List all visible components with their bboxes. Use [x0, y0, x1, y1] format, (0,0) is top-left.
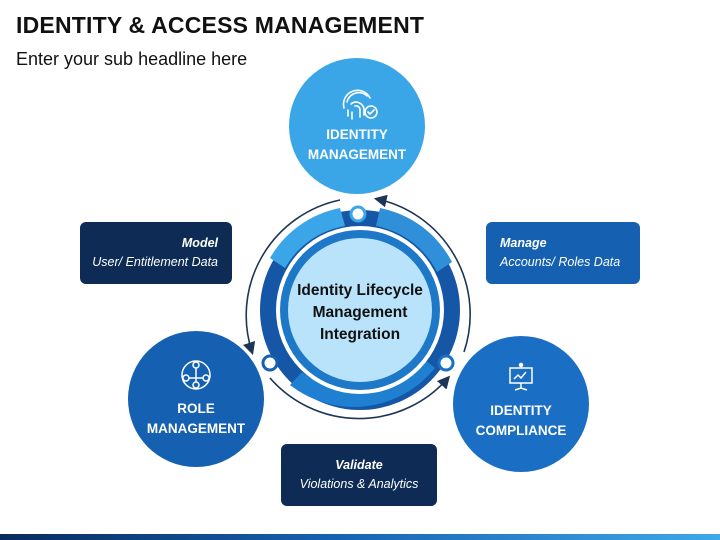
- compliance-board-icon: [509, 362, 533, 391]
- manage-box-text: Accounts/ Roles Data: [500, 255, 621, 269]
- page-title: IDENTITY & ACCESS MANAGEMENT: [16, 12, 425, 38]
- validate-box: Validate Violations & Analytics: [281, 444, 437, 506]
- model-box-text: User/ Entitlement Data: [92, 255, 218, 269]
- node-identity-compliance: [453, 336, 589, 472]
- page-subtitle: Enter your sub headline here: [16, 49, 248, 69]
- manage-box-heading: Manage: [500, 236, 547, 250]
- node-identity-management: [289, 58, 425, 194]
- validate-box-heading: Validate: [335, 458, 383, 472]
- connector-dot-left: [261, 354, 279, 372]
- connector-dot-top: [349, 205, 367, 223]
- arrow-bottom: [269, 375, 451, 420]
- center-label: Identity Lifecycle Management Integratio…: [297, 282, 423, 343]
- connector-dot-right: [437, 354, 455, 372]
- ring-segment-left: [270, 208, 345, 268]
- role-network-icon: [181, 360, 211, 390]
- model-box-heading: Model: [181, 236, 218, 250]
- model-box: Model User/ Entitlement Data: [80, 222, 232, 284]
- center-circle: [288, 238, 432, 382]
- validate-box-text: Violations & Analytics: [299, 477, 419, 491]
- ring-segment-bottom: [290, 358, 435, 407]
- cycle-arrows: [242, 194, 471, 420]
- ring-segment-right: [376, 208, 452, 272]
- node-role-management: [128, 331, 264, 467]
- manage-box: Manage Accounts/ Roles Data: [486, 222, 640, 284]
- footer-bar: [0, 534, 720, 540]
- arrow-top-right: [373, 194, 471, 353]
- arrow-top-left: [242, 199, 341, 356]
- fingerprint-check-icon: [342, 89, 378, 120]
